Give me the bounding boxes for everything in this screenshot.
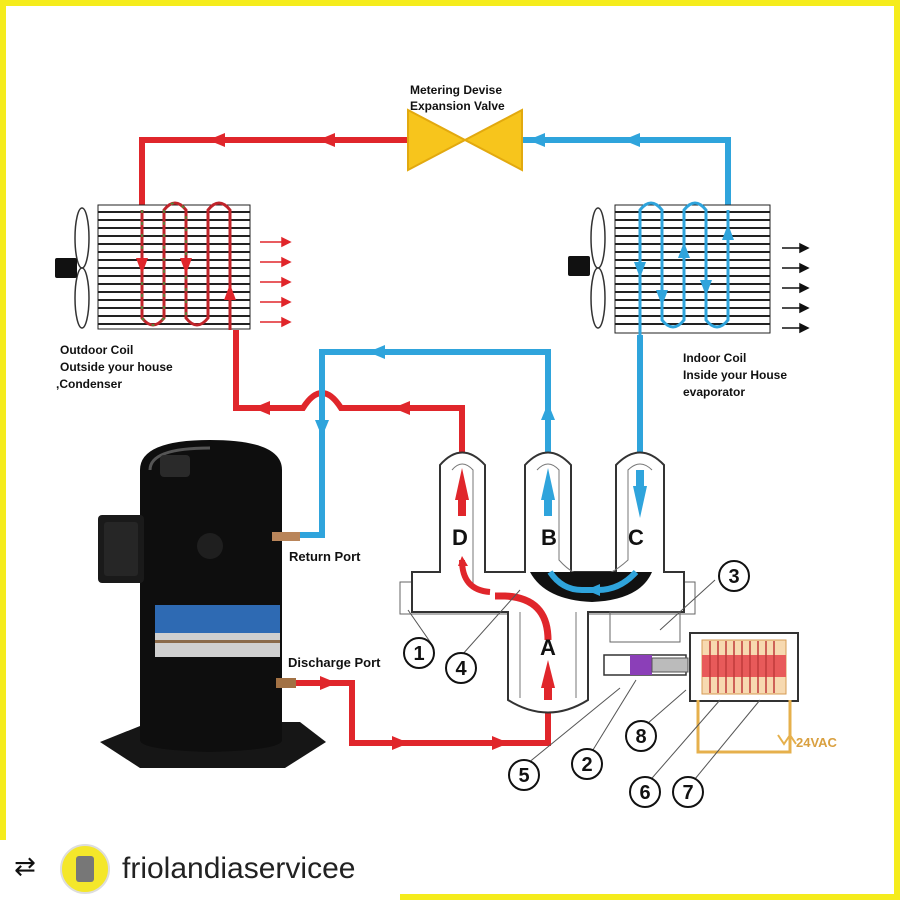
indoor-location-label: Inside your House xyxy=(683,368,787,382)
flow-arrow xyxy=(392,736,409,750)
flow-arrow xyxy=(318,133,335,147)
indoor-airflow-arrows xyxy=(782,242,810,334)
username-link[interactable]: friolandiaservicee xyxy=(122,852,356,885)
condenser-label: ,Condenser xyxy=(56,377,122,391)
evaporator-label: evaporator xyxy=(683,385,745,399)
flow-arrow xyxy=(541,403,555,420)
outdoor-location-label: Outside your house xyxy=(60,360,173,374)
svg-text:8: 8 xyxy=(635,726,646,748)
port-c-label: C xyxy=(628,525,644,550)
liquid-line-hot xyxy=(139,137,410,210)
flow-arrow xyxy=(528,133,545,147)
indoor-fan-icon xyxy=(568,207,606,329)
outdoor-coil-label: Outdoor Coil xyxy=(60,343,133,357)
indoor-coil-label: Indoor Coil xyxy=(683,351,746,365)
leader-lines xyxy=(407,579,761,786)
voltage-label: 24VAC xyxy=(796,735,838,750)
svg-text:4: 4 xyxy=(455,658,467,680)
svg-text:1: 1 xyxy=(413,643,424,665)
outdoor-coil xyxy=(97,201,251,330)
solenoid-coil xyxy=(689,632,799,754)
liquid-line-cold xyxy=(520,137,731,210)
expansion-valve xyxy=(407,108,523,172)
flow-arrow xyxy=(393,401,410,415)
svg-text:5: 5 xyxy=(518,765,529,787)
suction-line xyxy=(298,349,551,538)
callout-5: 5 xyxy=(508,759,540,791)
flow-arrow xyxy=(320,676,337,690)
outdoor-fan-icon xyxy=(55,207,90,329)
callout-3: 3 xyxy=(718,560,750,592)
svg-text:6: 6 xyxy=(639,782,650,804)
discharge-port-label: Discharge Port xyxy=(288,655,381,670)
reversing-valve xyxy=(399,451,696,714)
callout-8: 8 xyxy=(625,720,657,752)
indoor-coil xyxy=(614,201,771,340)
outdoor-airflow-arrows xyxy=(260,236,292,328)
port-d-label: D xyxy=(452,525,468,550)
return-port-label: Return Port xyxy=(289,549,361,564)
port-b-label: B xyxy=(541,525,557,550)
callout-7: 7 xyxy=(672,776,704,808)
flow-arrow xyxy=(315,420,329,437)
avatar-image xyxy=(76,856,94,882)
callout-6: 6 xyxy=(629,776,661,808)
flow-arrow xyxy=(368,345,385,359)
svg-text:2: 2 xyxy=(581,754,592,776)
flow-arrow xyxy=(623,133,640,147)
callout-1: 1 xyxy=(403,637,435,669)
svg-text:3: 3 xyxy=(728,566,739,588)
metering-label: Metering Devise xyxy=(410,83,502,97)
svg-text:7: 7 xyxy=(682,782,693,804)
flow-arrow xyxy=(492,736,509,750)
flow-arrow xyxy=(208,133,225,147)
port-a-label: A xyxy=(540,635,556,660)
discharge-to-condenser-line xyxy=(233,330,465,455)
flow-arrow xyxy=(253,401,270,415)
callout-2: 2 xyxy=(571,748,603,780)
repost-icon: ⇄ xyxy=(14,852,36,882)
expansion-label: Expansion Valve xyxy=(410,99,505,113)
avatar[interactable] xyxy=(60,844,110,894)
callout-4: 4 xyxy=(445,652,477,684)
compressor xyxy=(98,440,326,768)
